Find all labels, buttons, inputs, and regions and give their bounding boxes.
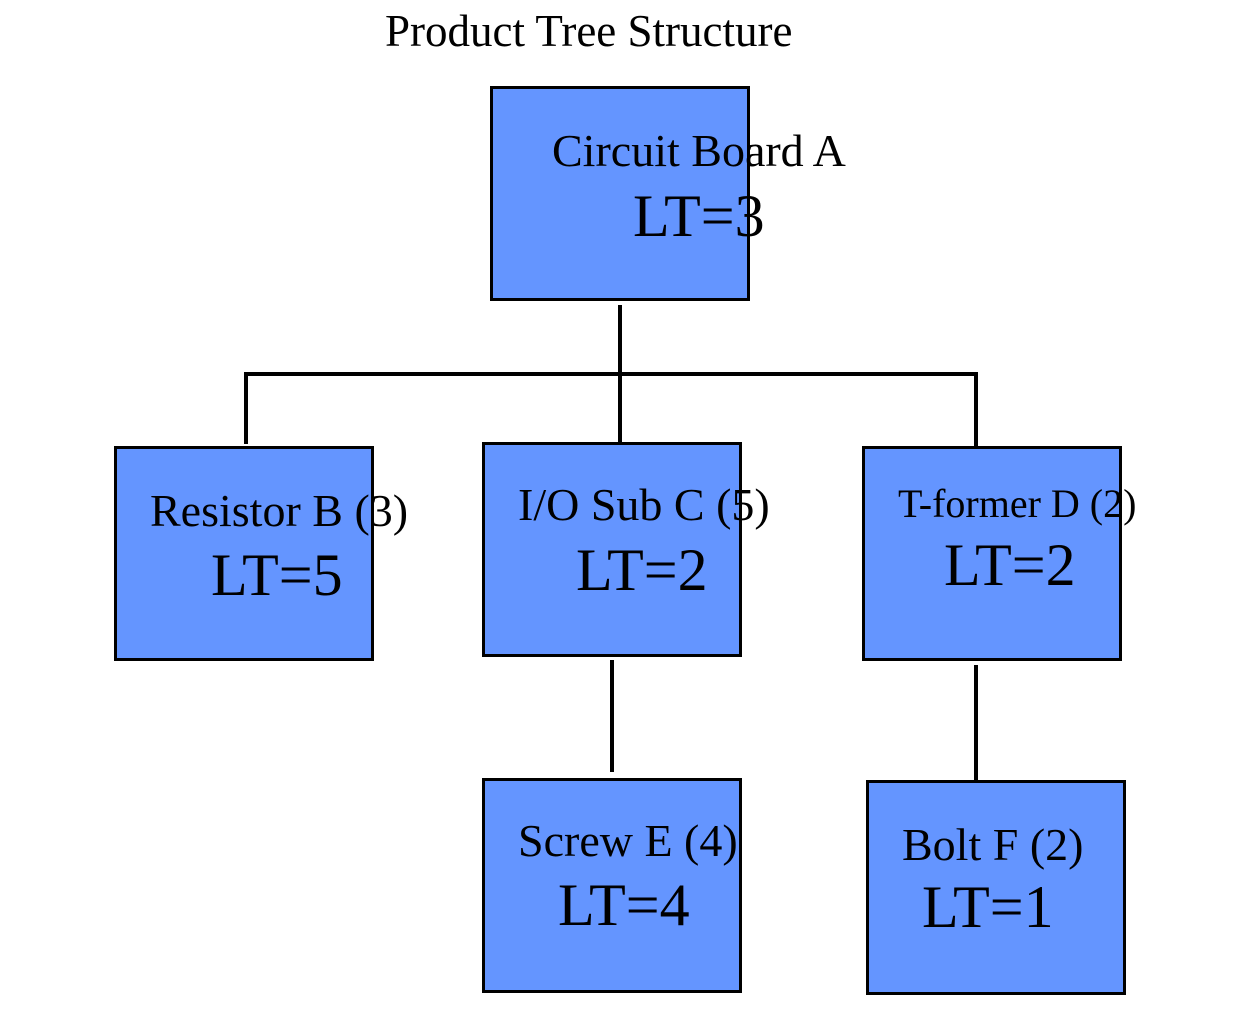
diagram-title: Product Tree Structure <box>385 6 793 56</box>
node-f-lead-time: LT=1 <box>922 874 1054 940</box>
node-resistor-b <box>114 446 374 661</box>
node-b-name: Resistor B (3) <box>150 485 409 536</box>
connector-to-c <box>618 372 622 444</box>
node-c-lead-time: LT=2 <box>576 537 708 603</box>
connector-a-down <box>618 305 622 375</box>
node-c-name: I/O Sub C (5) <box>518 479 770 530</box>
node-circuit-board-a <box>490 86 750 301</box>
node-t-former-d <box>862 446 1122 661</box>
node-a-name: Circuit Board A <box>552 125 846 176</box>
node-d-name: T-former D (2) <box>898 481 1137 526</box>
node-b-lead-time: LT=5 <box>211 542 343 608</box>
connector-to-b <box>244 372 248 444</box>
connector-d-to-f <box>974 665 978 782</box>
node-a-lead-time: LT=3 <box>633 183 765 249</box>
connector-horizontal <box>245 372 977 376</box>
node-f-name: Bolt F (2) <box>902 819 1084 870</box>
node-e-lead-time: LT=4 <box>558 872 690 938</box>
node-e-name: Screw E (4) <box>518 815 738 866</box>
node-screw-e <box>482 778 742 993</box>
node-io-sub-c <box>482 442 742 657</box>
connector-c-to-e <box>610 660 614 772</box>
node-bolt-f <box>866 780 1126 995</box>
node-d-lead-time: LT=2 <box>944 532 1076 598</box>
connector-to-d <box>974 372 978 448</box>
